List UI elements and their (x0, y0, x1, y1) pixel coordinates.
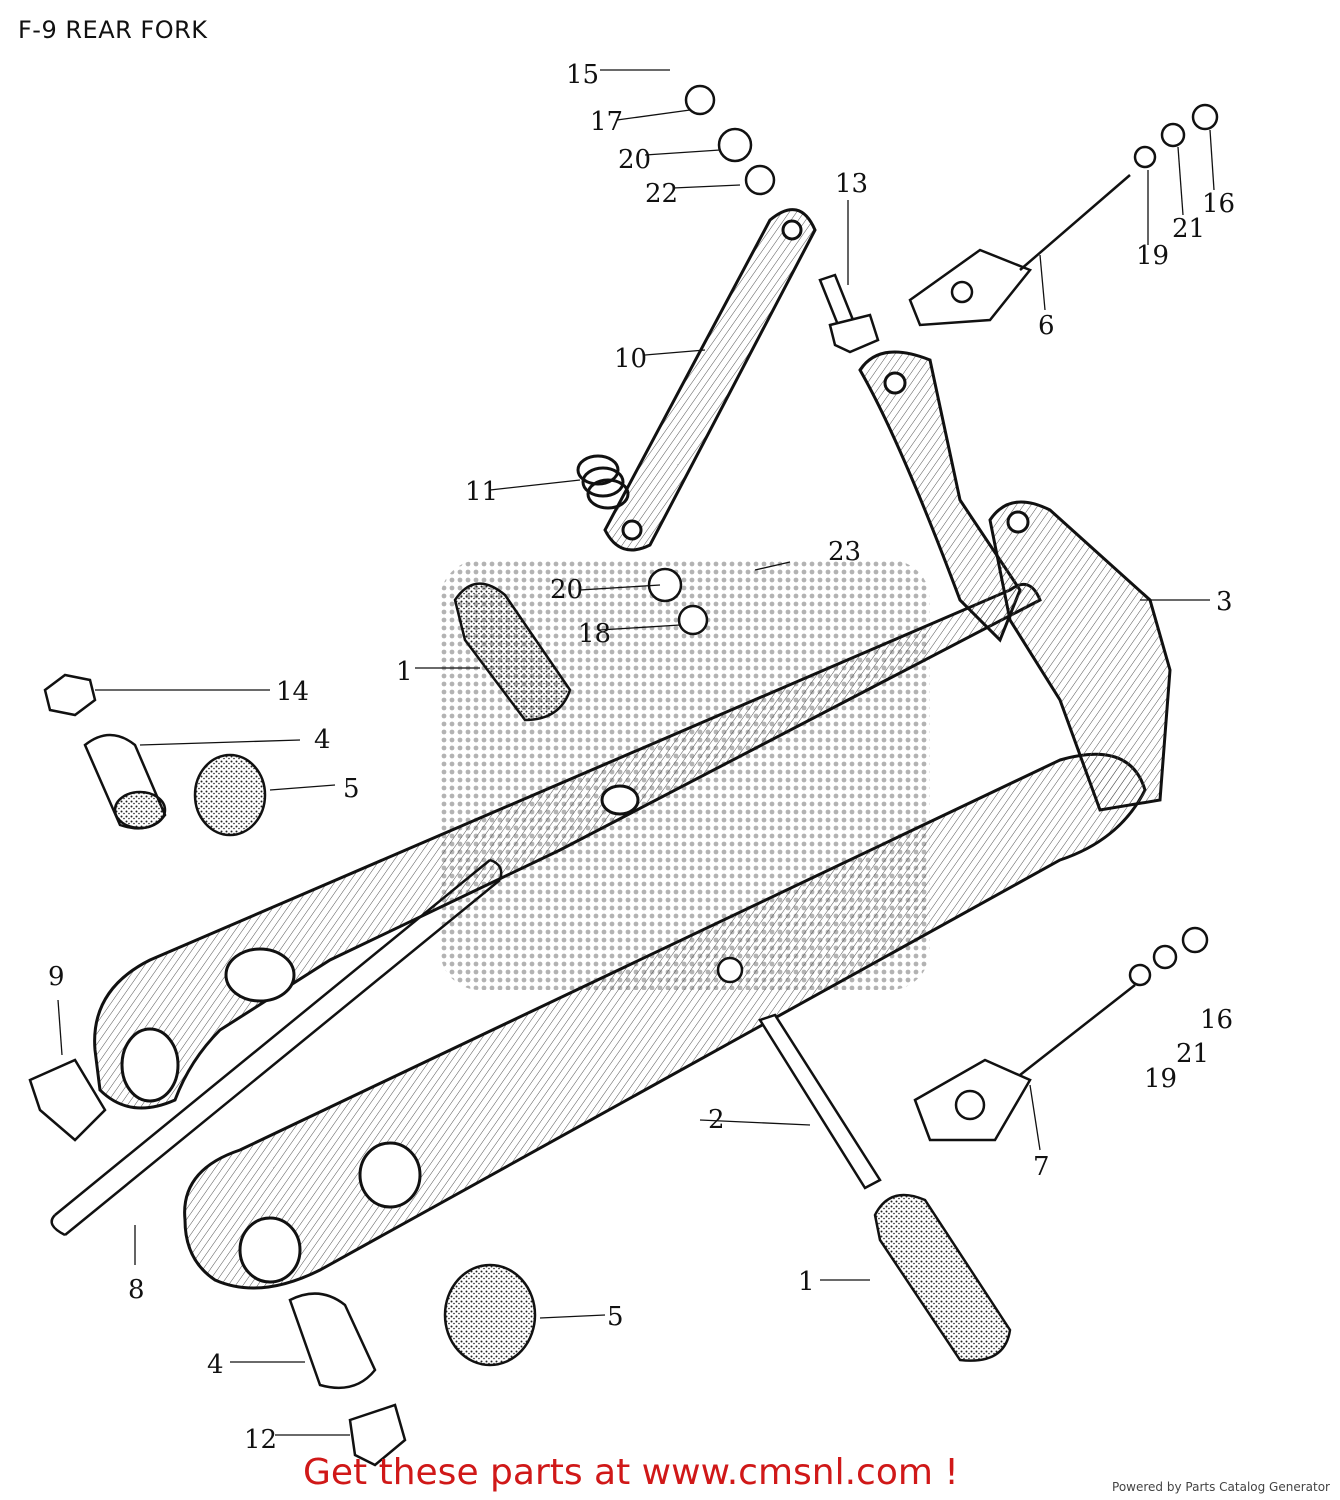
callout-5-lower: 5 (607, 1302, 624, 1332)
callout-21-lower: 21 (1176, 1039, 1209, 1069)
drive-chain (50, 858, 503, 1237)
callout-13: 13 (835, 169, 868, 199)
callout-9: 9 (48, 962, 65, 992)
rod-2 (758, 1013, 882, 1190)
callout-19-lower: 19 (1144, 1064, 1177, 1094)
callout-2: 2 (708, 1105, 725, 1135)
callout-6: 6 (1038, 311, 1055, 341)
link-rod (603, 208, 817, 552)
chain-adjuster-upper (908, 174, 1131, 327)
callout-23: 23 (828, 537, 861, 567)
bushings (83, 733, 537, 1467)
callout-8: 8 (128, 1275, 145, 1305)
callout-labels: 15 17 20 22 13 16 21 19 6 10 11 23 20 18… (48, 60, 1235, 1455)
chain-adjuster-lower (913, 984, 1136, 1142)
callout-20: 20 (618, 145, 651, 175)
powered-by-credit: Powered by Parts Catalog Generator (1112, 1480, 1330, 1494)
leader-lines (57, 69, 1215, 1436)
callout-11: 11 (465, 477, 498, 507)
callout-1-lower: 1 (798, 1267, 815, 1297)
callout-22: 22 (645, 179, 678, 209)
rubber-grip-lower (873, 1193, 1012, 1362)
callout-21: 21 (1172, 214, 1205, 244)
callout-15: 15 (566, 60, 599, 90)
callout-4-upper: 4 (314, 725, 331, 755)
callout-12: 12 (244, 1425, 277, 1455)
callout-5-upper: 5 (343, 774, 360, 804)
get-parts-link[interactable]: Get these parts at www.cmsnl.com ! (303, 1452, 959, 1493)
callout-14: 14 (276, 677, 309, 707)
callout-10: 10 (614, 344, 647, 374)
nuts-and-washers (43, 84, 1219, 987)
page-title: F-9 REAR FORK (18, 16, 208, 44)
callout-1-upper: 1 (396, 657, 413, 687)
bracket-9 (28, 1058, 107, 1142)
callout-19: 19 (1136, 241, 1169, 271)
callout-16-lower: 16 (1200, 1005, 1233, 1035)
callout-17: 17 (590, 107, 623, 137)
bolt-13 (818, 273, 880, 354)
callout-4-lower: 4 (207, 1350, 224, 1380)
callout-7: 7 (1033, 1152, 1050, 1182)
callout-3: 3 (1216, 587, 1233, 617)
callout-20-lower: 20 (550, 575, 583, 605)
spring-11 (576, 454, 630, 510)
rubber-grip-upper (453, 582, 572, 722)
rear-fork-arm (93, 350, 1172, 1290)
callout-18: 18 (578, 619, 611, 649)
callout-16: 16 (1202, 189, 1235, 219)
